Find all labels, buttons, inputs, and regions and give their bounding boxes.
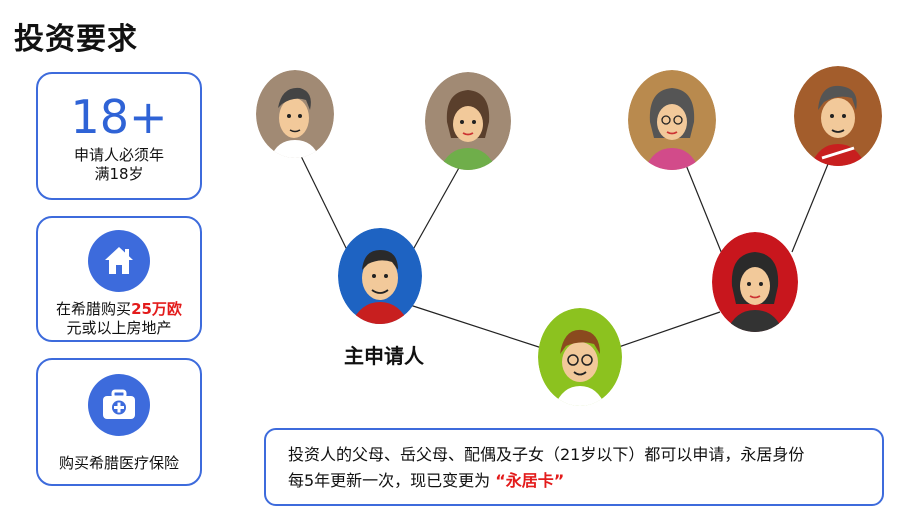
house-icon bbox=[88, 230, 150, 292]
insurance-description: 购买希腊医疗保险 bbox=[58, 454, 179, 472]
age-line-1: 申请人必须年 bbox=[73, 146, 164, 164]
insurance-requirement-card: 购买希腊医疗保险 bbox=[36, 358, 202, 486]
page-title: 投资要求 bbox=[14, 22, 138, 57]
mother-avatar bbox=[425, 72, 511, 170]
father-in-law-avatar bbox=[794, 66, 882, 166]
note-line-2: 每5年更新一次，现已变更为 “永居卡” bbox=[288, 471, 565, 490]
property-amount: 25万欧 bbox=[131, 300, 182, 318]
medical-kit-icon bbox=[88, 374, 150, 436]
father-avatar bbox=[256, 70, 334, 158]
note-line-1: 投资人的父母、岳父母、配偶及子女（21岁以下）都可以申请，永居身份 bbox=[288, 445, 805, 464]
age-requirement-card: 18+ 申请人必须年 满18岁 bbox=[36, 72, 202, 200]
property-line-2: 元或以上房地产 bbox=[66, 319, 172, 337]
age-value: 18+ bbox=[70, 90, 168, 144]
age-description: 申请人必须年 满18岁 bbox=[38, 146, 200, 184]
age-line-2: 满18岁 bbox=[94, 165, 144, 183]
permanent-card-highlight: “永居卡” bbox=[495, 471, 565, 490]
main-applicant-avatar bbox=[338, 228, 422, 324]
property-requirement-card: 在希腊购买25万欧 元或以上房地产 bbox=[36, 216, 202, 342]
main-applicant-label: 主申请人 bbox=[344, 344, 424, 368]
property-description: 在希腊购买25万欧 元或以上房地产 bbox=[38, 300, 200, 338]
mother-in-law-avatar bbox=[628, 70, 716, 170]
property-line-1: 在希腊购买25万欧 bbox=[56, 300, 182, 318]
note-box: 投资人的父母、岳父母、配偶及子女（21岁以下）都可以申请，永居身份 每5年更新一… bbox=[264, 428, 884, 506]
spouse-avatar bbox=[712, 232, 798, 332]
child-avatar bbox=[538, 308, 622, 406]
